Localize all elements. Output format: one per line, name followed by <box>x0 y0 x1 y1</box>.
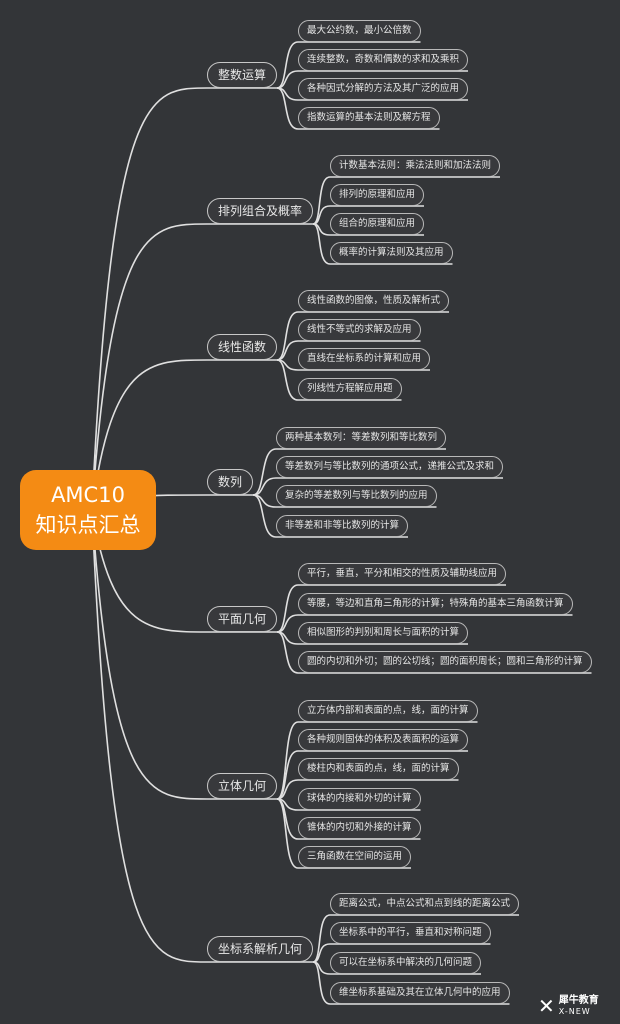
leaf-topic: 组合的原理和应用 <box>330 213 425 235</box>
leaf-topic: 立方体内部和表面的点，线，面的计算 <box>298 700 478 722</box>
leaf-topic: 三角函数在空间的运用 <box>298 846 412 868</box>
leaf-topic: 等差数列与等比数列的通项公式，递推公式及求和 <box>276 456 504 478</box>
leaf-connector <box>276 311 450 361</box>
leaf-topic: 相似图形的判别和周长与面积的计算 <box>298 622 469 644</box>
leaf-connector <box>276 41 421 89</box>
leaf-connector <box>312 943 491 963</box>
brand-logo: ✕ 犀牛教育 X-NEW <box>538 990 618 1022</box>
branch-connector <box>91 87 278 511</box>
leaf-topic: 概率的计算法则及其应用 <box>330 242 453 264</box>
leaf-connector <box>312 176 501 225</box>
leaf-connector <box>252 448 447 496</box>
leaf-topic: 各种规则固体的体积及表面积的运算 <box>298 729 469 751</box>
leaf-connector <box>276 779 459 800</box>
branch-connector <box>91 359 278 511</box>
branch-integer-operations: 整数运算 <box>207 62 278 88</box>
logo-tagline: X-NEW <box>558 1007 591 1016</box>
leaf-connector <box>276 70 469 89</box>
branch-linear-functions: 线性函数 <box>207 334 278 360</box>
leaf-topic: 维坐标系基础及其在立体几何中的应用 <box>330 982 510 1004</box>
leaf-connector <box>312 223 453 265</box>
branch-connector <box>91 223 314 511</box>
leaf-topic: 可以在坐标系中解决的几何问题 <box>330 952 482 974</box>
leaf-topic: 非等差和非等比数列的计算 <box>276 515 409 537</box>
leaf-topic: 棱柱内和表面的点，线，面的计算 <box>298 758 459 780</box>
leaf-connector <box>276 631 592 674</box>
leaf-connector <box>276 798 412 869</box>
leaf-connector <box>312 914 520 963</box>
leaf-connector <box>276 584 507 633</box>
branch-combinatorics-probability: 排列组合及概率 <box>207 198 314 224</box>
leaf-connector <box>276 340 421 361</box>
leaf-topic: 球体的内接和外切的计算 <box>298 788 421 810</box>
leaf-topic: 等腰，等边和直角三角形的计算；特殊角的基本三角函数计算 <box>298 593 573 615</box>
leaf-connector <box>312 205 425 225</box>
leaf-connector <box>312 961 510 1005</box>
leaf-topic: 锥体的内切和外接的计算 <box>298 817 421 839</box>
leaf-topic: 线性不等式的求解及应用 <box>298 319 421 341</box>
leaf-topic: 坐标系中的平行，垂直和对称问题 <box>330 922 491 944</box>
leaf-topic: 各种因式分解的方法及其广泛的应用 <box>298 78 469 100</box>
leaf-connector <box>276 721 478 800</box>
branch-solid-geometry: 立体几何 <box>207 773 278 799</box>
leaf-connector <box>276 614 573 633</box>
leaf-topic: 复杂的等差数列与等比数列的应用 <box>276 485 437 507</box>
leaf-topic: 线性函数的图像，性质及解析式 <box>298 290 450 312</box>
root-subtitle: 知识点汇总 <box>35 513 141 537</box>
leaf-topic: 指数运算的基本法则及解方程 <box>298 107 440 129</box>
branch-sequences: 数列 <box>207 469 254 495</box>
leaf-connector <box>252 477 504 496</box>
branch-coordinate-geometry: 坐标系解析几何 <box>207 936 314 962</box>
leaf-connector <box>252 494 409 538</box>
root-title: AMC10 <box>51 483 125 507</box>
root-node: AMC10 知识点汇总 <box>20 470 156 550</box>
leaf-topic: 平行，垂直，平分和相交的性质及辅助线应用 <box>298 563 507 585</box>
rhino-logo-icon: ✕ <box>538 994 555 1018</box>
leaf-topic: 圆的内切和外切；圆的公切线；圆的面积周长；圆和三角形的计算 <box>298 651 592 673</box>
leaf-connector <box>276 87 440 130</box>
branch-plane-geometry: 平面几何 <box>207 606 278 632</box>
leaf-topic: 最大公约数，最小公倍数 <box>298 20 421 42</box>
branch-connector <box>91 509 278 633</box>
logo-name: 犀牛教育 <box>558 995 599 1006</box>
branch-connector <box>91 509 278 800</box>
leaf-topic: 排列的原理和应用 <box>330 184 425 206</box>
branch-connector <box>91 509 314 963</box>
leaf-topic: 两种基本数列：等差数列和等比数列 <box>276 427 447 449</box>
leaf-topic: 直线在坐标系的计算和应用 <box>298 348 431 370</box>
leaf-topic: 计数基本法则：乘法法则和加法法则 <box>330 155 501 177</box>
leaf-topic: 列线性方程解应用题 <box>298 378 402 400</box>
leaf-topic: 连续整数，奇数和偶数的求和及乘积 <box>298 49 469 71</box>
leaf-topic: 距离公式，中点公式和点到线的距离公式 <box>330 893 520 915</box>
leaf-connector <box>276 359 402 401</box>
leaf-connector <box>276 750 469 800</box>
